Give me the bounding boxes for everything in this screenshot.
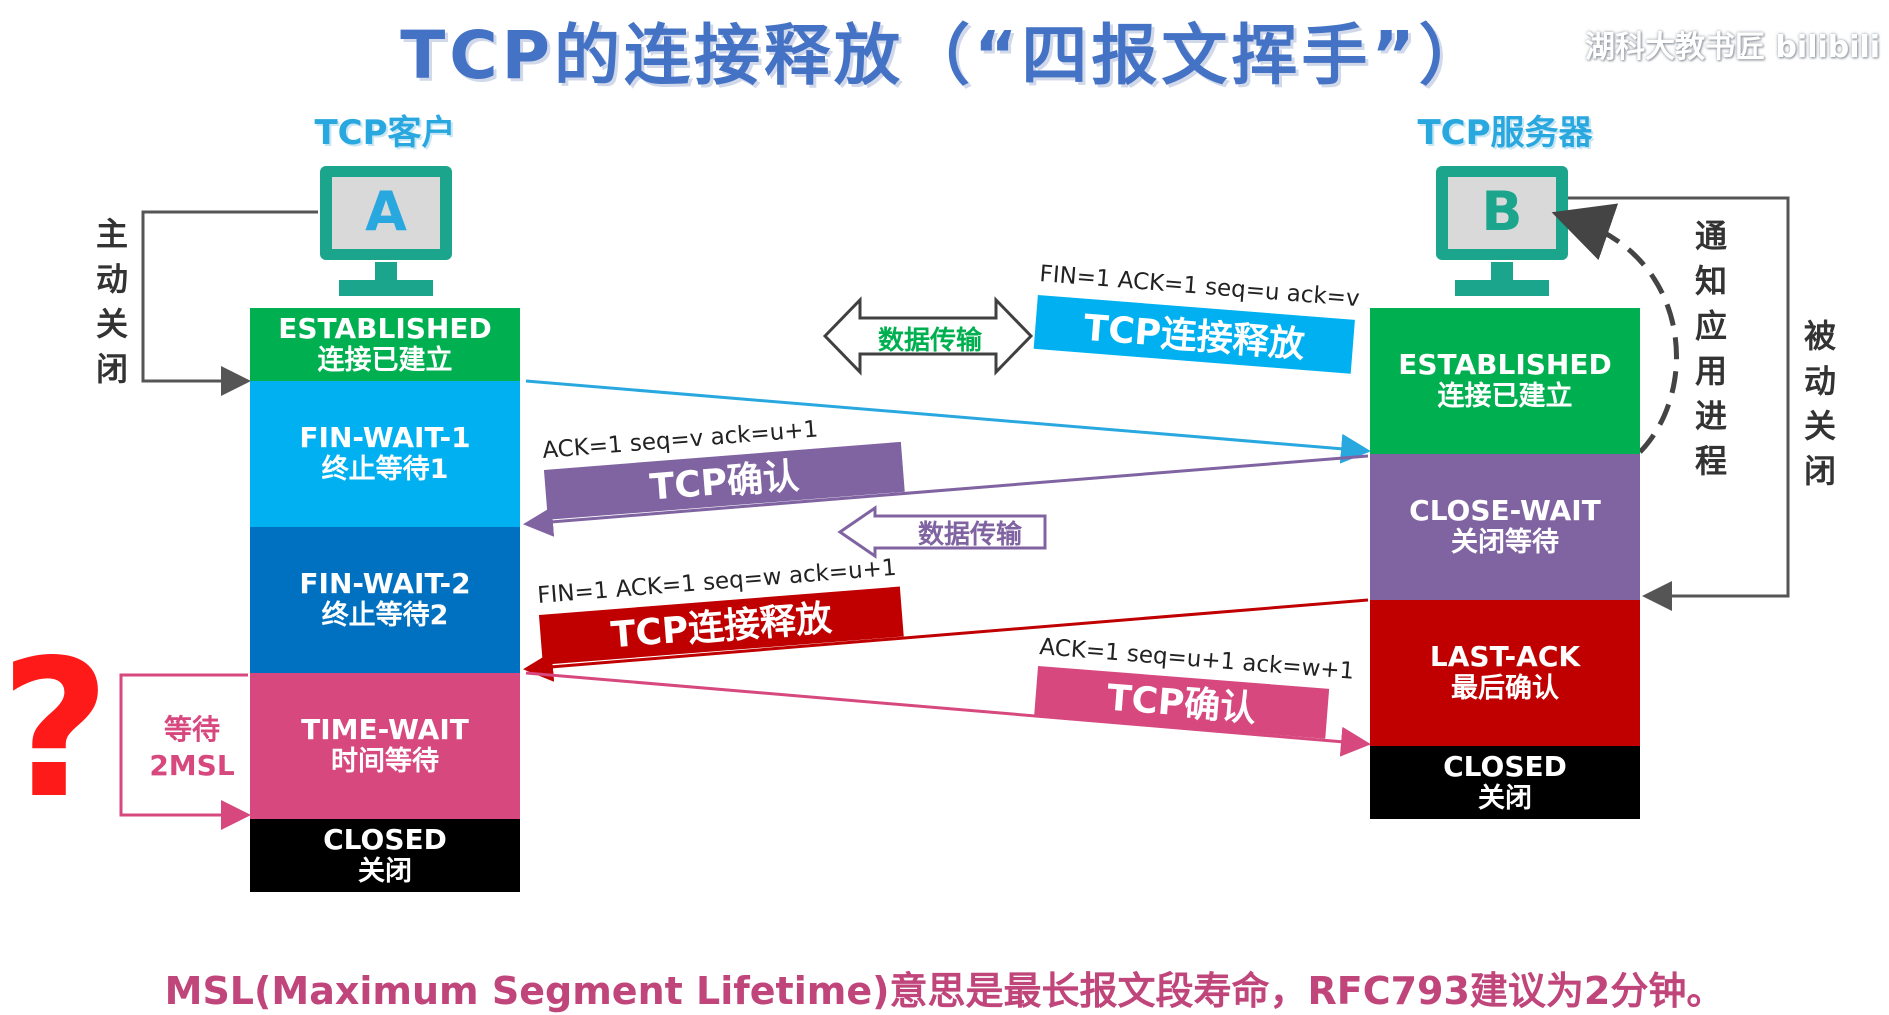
wait-2msl-label: 等待 2MSL bbox=[142, 712, 242, 784]
notify-app-label: 通知应用进程 bbox=[1694, 217, 1727, 480]
data-transfer-label-2: 数据传输 bbox=[917, 520, 1022, 550]
data-transfer-label: 数据传输 bbox=[877, 326, 982, 356]
state-en: ESTABLISHED bbox=[1398, 348, 1612, 381]
state-en: TIME-WAIT bbox=[301, 713, 469, 746]
server-state-closed: CLOSED 关闭 bbox=[1370, 746, 1640, 819]
client-monitor-icon bbox=[320, 166, 452, 296]
fin1-banner-bg bbox=[1033, 294, 1355, 374]
server-state-established: ESTABLISHED 连接已建立 bbox=[1370, 308, 1640, 454]
client-state-fin-wait-1: FIN-WAIT-1 终止等待1 bbox=[250, 381, 520, 527]
state-zh: 关闭等待 bbox=[1451, 527, 1559, 558]
state-en: CLOSE-WAIT bbox=[1409, 494, 1601, 527]
question-mark-icon: ? bbox=[0, 619, 110, 840]
notify-app-arrow bbox=[1551, 203, 1679, 454]
state-en: FIN-WAIT-2 bbox=[299, 567, 471, 600]
watermark: 湖科大教书匠 bilibili bbox=[1585, 30, 1881, 65]
state-zh: 连接已建立 bbox=[1437, 381, 1573, 412]
client-state-closed: CLOSED 关闭 bbox=[250, 819, 520, 892]
state-zh: 最后确认 bbox=[1451, 673, 1559, 704]
state-zh: 连接已建立 bbox=[317, 344, 453, 376]
wait-label-line2: 2MSL bbox=[149, 749, 235, 782]
ack2-banner-bg bbox=[1034, 665, 1330, 739]
server-state-last-ack: LAST-ACK 最后确认 bbox=[1370, 600, 1640, 746]
client-letter: A bbox=[365, 180, 407, 243]
wait-label-line1: 等待 bbox=[163, 713, 220, 746]
page-title: TCP的连接释放（“四报文挥手”） bbox=[400, 17, 1489, 94]
fin1-line bbox=[525, 379, 1371, 464]
client-state-established: ESTABLISHED 连接已建立 bbox=[250, 308, 520, 381]
state-en: ESTABLISHED bbox=[278, 311, 492, 345]
ack1-banner-bg bbox=[543, 441, 905, 520]
state-zh: 关闭 bbox=[358, 855, 412, 887]
passive-close-arrow bbox=[1568, 196, 1790, 611]
ack1-line bbox=[523, 454, 1369, 537]
state-en: CLOSED bbox=[323, 822, 447, 856]
data-transfer-arrow bbox=[837, 505, 1047, 559]
server-letter: B bbox=[1481, 180, 1523, 243]
active-close-label: 主动关闭 bbox=[95, 215, 128, 388]
state-zh: 终止等待2 bbox=[321, 600, 449, 631]
server-monitor-icon bbox=[1436, 166, 1568, 296]
ack2-line bbox=[525, 671, 1371, 757]
server-state-close-wait: CLOSE-WAIT 关闭等待 bbox=[1370, 454, 1640, 600]
client-label: TCP客户 bbox=[314, 113, 456, 153]
state-zh: 终止等待1 bbox=[321, 454, 449, 485]
state-en: CLOSED bbox=[1443, 749, 1567, 783]
client-state-fin-wait-2: FIN-WAIT-2 终止等待2 bbox=[250, 527, 520, 673]
server-label: TCP服务器 bbox=[1417, 113, 1593, 153]
client-state-time-wait: TIME-WAIT 时间等待 bbox=[250, 673, 520, 819]
state-en: LAST-ACK bbox=[1429, 640, 1581, 673]
fin2-line bbox=[523, 598, 1369, 682]
state-zh: 时间等待 bbox=[331, 746, 439, 777]
active-close-arrow bbox=[141, 210, 318, 396]
state-zh: 关闭 bbox=[1478, 782, 1532, 814]
footer-note: MSL(Maximum Segment Lifetime)意思是最长报文段寿命，… bbox=[164, 969, 1725, 1013]
data-transfer-double-arrow bbox=[822, 296, 1034, 376]
wait-2msl-bracket bbox=[119, 673, 251, 830]
state-en: FIN-WAIT-1 bbox=[299, 421, 471, 454]
fin2-banner-bg bbox=[538, 586, 904, 665]
passive-close-label: 被动关闭 bbox=[1803, 317, 1836, 490]
